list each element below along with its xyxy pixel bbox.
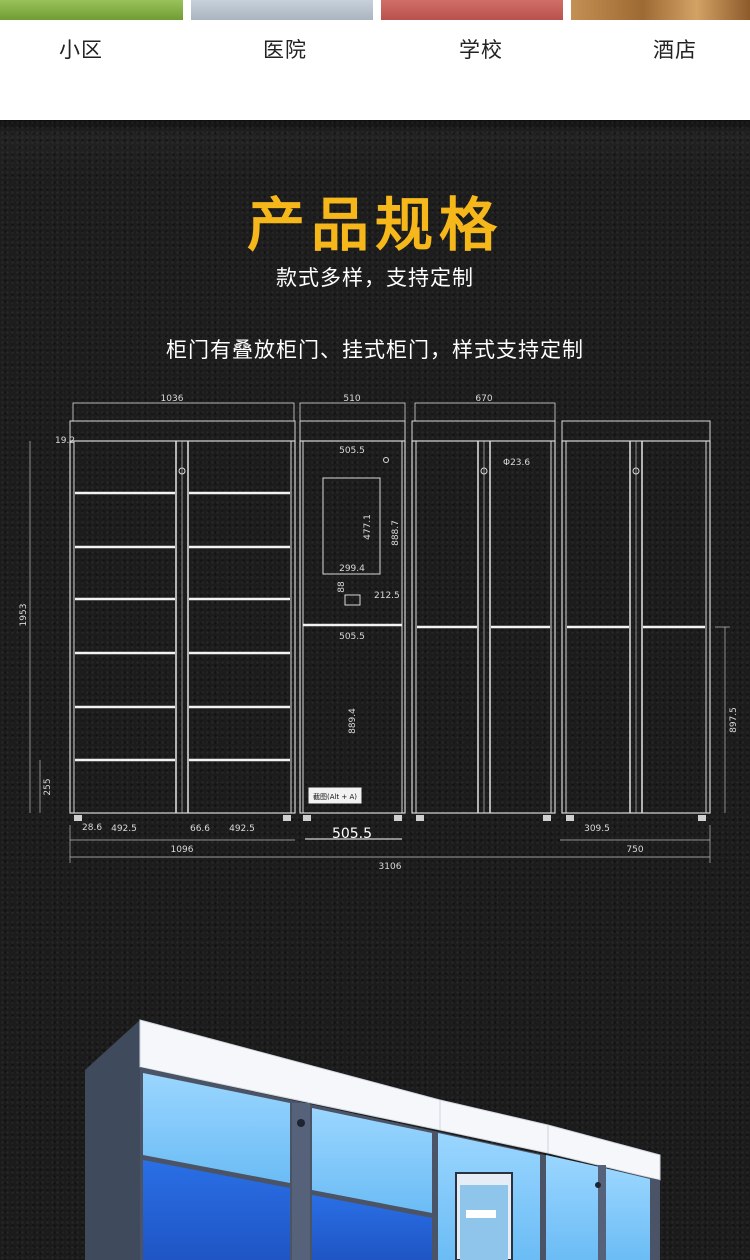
dim-212-5: 212.5 <box>374 591 400 601</box>
dim-1953: 1953 <box>19 604 29 627</box>
category-label-hospital[interactable]: 医院 <box>263 38 307 62</box>
section-subtitle: 款式多样，支持定制 <box>276 266 474 290</box>
category-image-community[interactable] <box>0 0 183 20</box>
category-label-community[interactable]: 小区 <box>59 38 103 62</box>
dim-1096: 1096 <box>171 845 194 855</box>
dim-505-5-mid: 505.5 <box>339 632 365 642</box>
category-image-hotel[interactable] <box>571 0 750 20</box>
dim-505-5-top: 505.5 <box>339 446 365 456</box>
section-description: 柜门有叠放柜门、挂式柜门，样式支持定制 <box>166 338 584 362</box>
dim-299-4: 299.4 <box>339 564 365 574</box>
dim-255: 255 <box>43 778 53 795</box>
dim-750: 750 <box>626 845 643 855</box>
category-strip: 小区 医院 学校 酒店 <box>0 0 750 120</box>
dim-3106: 3106 <box>379 862 402 872</box>
category-image-hospital[interactable] <box>191 0 373 20</box>
category-image-school[interactable] <box>381 0 563 20</box>
dim-19-2: 19.2 <box>55 436 75 446</box>
dim-477-1: 477.1 <box>363 514 373 540</box>
dim-492-5-left: 492.5 <box>111 824 137 834</box>
dim-505-5-bottom: 505.5 <box>332 826 372 842</box>
dim-888-7: 888.7 <box>391 520 401 546</box>
category-label-school[interactable]: 学校 <box>459 38 503 62</box>
dim-492-5-right: 492.5 <box>229 824 255 834</box>
dim-670: 670 <box>475 394 492 404</box>
dim-66-6: 66.6 <box>190 824 210 834</box>
locker-technical-drawing: 1036 510 670 19.2 1953 255 505.5 477.1 8… <box>19 394 739 872</box>
dim-28-6: 28.6 <box>82 823 102 833</box>
dim-phi-23-6: Φ23.6 <box>503 458 530 468</box>
dim-88: 88 <box>337 581 347 593</box>
dim-1036: 1036 <box>161 394 184 404</box>
category-label-hotel[interactable]: 酒店 <box>653 38 697 62</box>
screenshot-note: 截图(Alt + A) <box>313 792 357 801</box>
dim-889-4: 889.4 <box>348 708 358 734</box>
section-title: 产品规格 <box>246 191 503 259</box>
dim-897-5: 897.5 <box>729 707 739 733</box>
dim-309-5: 309.5 <box>584 824 610 834</box>
dim-510: 510 <box>343 394 360 404</box>
locker-product-render <box>85 1019 661 1260</box>
